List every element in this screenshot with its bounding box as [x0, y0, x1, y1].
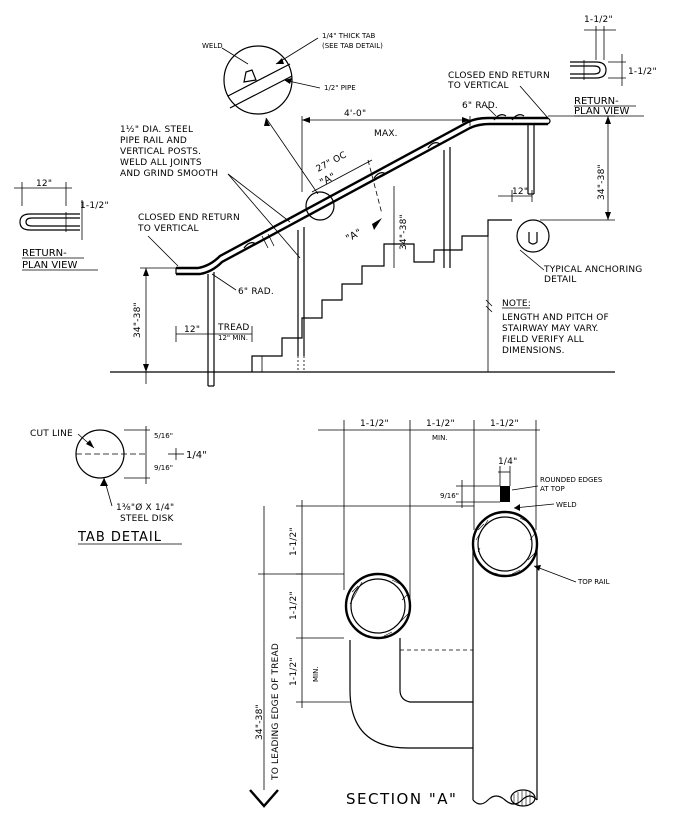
- svg-text:TO VERTICAL: TO VERTICAL: [447, 81, 509, 91]
- tab-label-1: 1/4" THICK TAB: [322, 32, 376, 40]
- sec-v3-min: MIN.: [312, 666, 320, 682]
- ext-left-label: 12": [184, 325, 200, 335]
- svg-text:STAIRWAY MAY VARY.: STAIRWAY MAY VARY.: [502, 324, 599, 334]
- tab-dim-a: 5/16": [154, 432, 173, 440]
- handrail: [176, 122, 548, 276]
- elevation-view: 4'-0" MAX. 27" OC "A" "A" 34"-38" 34"-38…: [110, 32, 642, 387]
- sec-v3: 1-1/2": [289, 657, 299, 686]
- svg-text:AT TOP: AT TOP: [540, 485, 565, 493]
- closed-end-right-note: CLOSED END RETURN TO VERTICAL: [447, 71, 550, 91]
- max-label: MAX.: [374, 129, 398, 139]
- rad-left-label: 6" RAD.: [238, 287, 274, 297]
- svg-text:1½" DIA. STEEL: 1½" DIA. STEEL: [120, 125, 193, 135]
- tab-dim-b: 9/16": [154, 464, 173, 472]
- tab-label-2: (SEE TAB DETAIL): [322, 42, 383, 50]
- svg-text:TYPICAL ANCHORING: TYPICAL ANCHORING: [543, 265, 642, 275]
- sec-tab-w: 1/4": [498, 457, 517, 467]
- joint-callout: [305, 191, 335, 221]
- section-marker: "A": [318, 171, 337, 188]
- disk-label-2: STEEL DISK: [120, 514, 175, 524]
- top-rail-pipe: [471, 510, 539, 578]
- svg-text:LENGTH AND PITCH OF: LENGTH AND PITCH OF: [502, 313, 609, 323]
- rp-left-dim-top: 12": [36, 179, 52, 189]
- closed-end-left-note: CLOSED END RETURN TO VERTICAL: [137, 213, 240, 234]
- max-span-label: 4'-0": [344, 109, 366, 119]
- rail-note: 1½" DIA. STEEL PIPE RAIL AND VERTICAL PO…: [120, 125, 218, 179]
- disk-label: 1⅜"Ø X 1/4": [116, 502, 174, 513]
- top-rail-label: TOP RAIL: [577, 578, 610, 586]
- sec-tab-h: 9/16": [440, 492, 459, 500]
- sec-height: 34"-38": [255, 704, 265, 740]
- tab-detail-title: TAB DETAIL: [77, 530, 162, 545]
- svg-text:ROUNDED EDGES: ROUNDED EDGES: [540, 476, 603, 484]
- rp-right-title-1: RETURN-: [574, 96, 619, 107]
- rp-left-title-2: PLAN VIEW: [22, 260, 77, 271]
- sec-v2: 1-1/2": [289, 591, 299, 620]
- tab-block: [500, 486, 510, 502]
- cut-line-label: CUT LINE: [30, 429, 73, 439]
- sec-v1: 1-1/2": [289, 527, 299, 556]
- anchoring-callout: [516, 219, 550, 253]
- height-left-label: 34"-38": [133, 302, 143, 338]
- height-mid-label: 34"-38": [399, 214, 409, 250]
- rp-right-dim-top: 1-1/2": [584, 15, 613, 25]
- rp-right-title-2: PLAN VIEW: [574, 106, 629, 117]
- svg-text:CLOSED END RETURN: CLOSED END RETURN: [138, 213, 240, 223]
- section-a: 1-1/2" 1-1/2" MIN. 1-1/2" 1/4" 9/16": [249, 419, 610, 808]
- height-right-label: 34"-38": [597, 164, 607, 200]
- ext-right-label: 12": [512, 187, 528, 197]
- general-note: NOTE: LENGTH AND PITCH OF STAIRWAY MAY V…: [502, 299, 609, 356]
- post-cut-end: [510, 789, 536, 807]
- tread-label: TREAD: [217, 323, 250, 333]
- lower-rail-pipe: [344, 572, 412, 640]
- rad-right-label: 6" RAD.: [462, 101, 498, 111]
- tread-min-label: 12" MIN.: [218, 334, 248, 342]
- svg-text:NOTE:: NOTE:: [502, 299, 531, 309]
- svg-text:DETAIL: DETAIL: [544, 275, 576, 285]
- sec-weld: WELD: [556, 501, 577, 509]
- return-plan-left: 12" 1-1/2" RETURN- PLAN VIEW: [14, 179, 109, 271]
- pipe-detail-circle: [223, 45, 293, 115]
- rp-right-dim-side: 1-1/2": [628, 67, 657, 77]
- tab-detail: 5/16" 9/16" 1/4" CUT LINE 1⅜"Ø X 1/4" ST…: [30, 426, 207, 545]
- rounded-edges-note: ROUNDED EDGES AT TOP: [540, 476, 603, 493]
- tab-dim-c: 1/4": [186, 450, 207, 461]
- svg-text:VERTICAL POSTS.: VERTICAL POSTS.: [120, 147, 201, 157]
- svg-text:TO VERTICAL: TO VERTICAL: [137, 224, 199, 234]
- anchoring-note: TYPICAL ANCHORING DETAIL: [543, 265, 642, 285]
- sec-dim-1: 1-1/2": [360, 419, 389, 429]
- weld-label: WELD: [202, 42, 223, 50]
- pipe-label: 1/2" PIPE: [324, 84, 356, 92]
- section-marker-2: "A": [344, 227, 363, 244]
- svg-text:AND GRIND SMOOTH: AND GRIND SMOOTH: [120, 169, 218, 179]
- svg-text:WELD ALL JOINTS: WELD ALL JOINTS: [120, 158, 202, 168]
- svg-text:CLOSED END RETURN: CLOSED END RETURN: [448, 71, 550, 81]
- sec-leading: TO LEADING EDGE OF TREAD: [271, 643, 281, 781]
- stair-profile: [251, 219, 512, 372]
- section-a-title: SECTION "A": [346, 790, 457, 808]
- rp-left-title-1: RETURN-: [22, 248, 67, 259]
- sec-dim-3: 1-1/2": [490, 419, 519, 429]
- svg-text:DIMENSIONS.: DIMENSIONS.: [502, 346, 565, 356]
- sec-dim-2: 1-1/2": [426, 419, 455, 429]
- rp-left-dim-side: 1-1/2": [80, 201, 109, 211]
- return-plan-right: 1-1/2" 1-1/2" RETURN- PLAN VIEW: [570, 15, 657, 117]
- svg-text:PIPE RAIL AND: PIPE RAIL AND: [120, 136, 187, 146]
- svg-text:FIELD VERIFY ALL: FIELD VERIFY ALL: [502, 335, 584, 345]
- sec-dim-2-min: MIN.: [432, 434, 448, 442]
